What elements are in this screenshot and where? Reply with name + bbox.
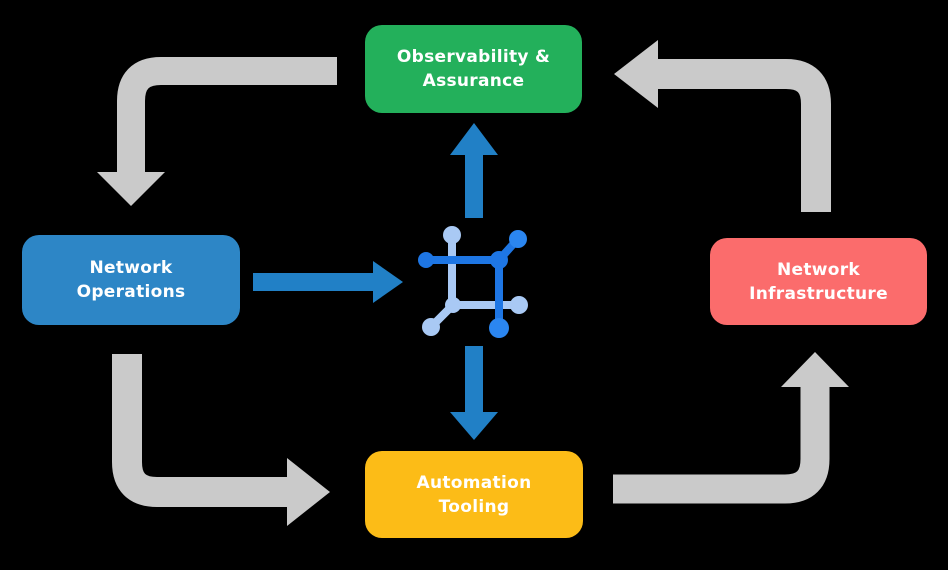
- node-network-operations: Network Operations: [22, 235, 240, 325]
- node-network-infrastructure: Network Infrastructure: [710, 238, 927, 325]
- node-label-line: Tooling: [438, 496, 510, 517]
- arrow-infrastructure-to-observability: [614, 40, 831, 212]
- node-label-line: Automation: [416, 472, 532, 493]
- arrow-center-to-automation: [450, 346, 498, 440]
- arrow-automation-to-infrastructure: [613, 352, 849, 504]
- node-label-line: Observability &: [396, 47, 551, 67]
- node-label-line: Infrastructure: [749, 283, 888, 304]
- arrow-observability-to-operations: [97, 57, 337, 206]
- network-fabric-icon: [418, 226, 528, 338]
- arrow-operations-to-automation: [112, 354, 330, 526]
- cycle-arrows: [97, 40, 849, 526]
- arrow-center-to-observability: [450, 123, 498, 218]
- hub-arrows: [253, 123, 498, 440]
- node-label-line: Operations: [76, 282, 186, 302]
- node-label-line: Network: [776, 259, 861, 280]
- icon-light-blue-branch: [422, 226, 528, 336]
- node-label-line: Network: [89, 258, 173, 278]
- node-label-line: Assurance: [422, 71, 525, 91]
- arrow-operations-to-center: [253, 261, 403, 303]
- node-automation-tooling: Automation Tooling: [365, 451, 583, 538]
- node-observability-assurance: Observability & Assurance: [365, 25, 582, 113]
- icon-dark-blue-branch: [418, 230, 527, 338]
